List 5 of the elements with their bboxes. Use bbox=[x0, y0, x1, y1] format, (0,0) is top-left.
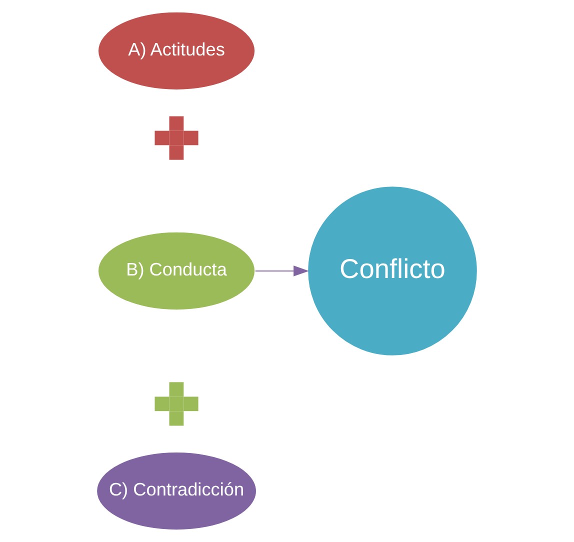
node-circle: Conflicto bbox=[307, 186, 478, 356]
arrow bbox=[254, 266, 309, 276]
node-ellipse: C) Contradicción bbox=[96, 452, 257, 531]
node-ellipse: B) Conducta bbox=[98, 232, 256, 310]
node-ellipse: A) Actitudes bbox=[98, 11, 256, 90]
